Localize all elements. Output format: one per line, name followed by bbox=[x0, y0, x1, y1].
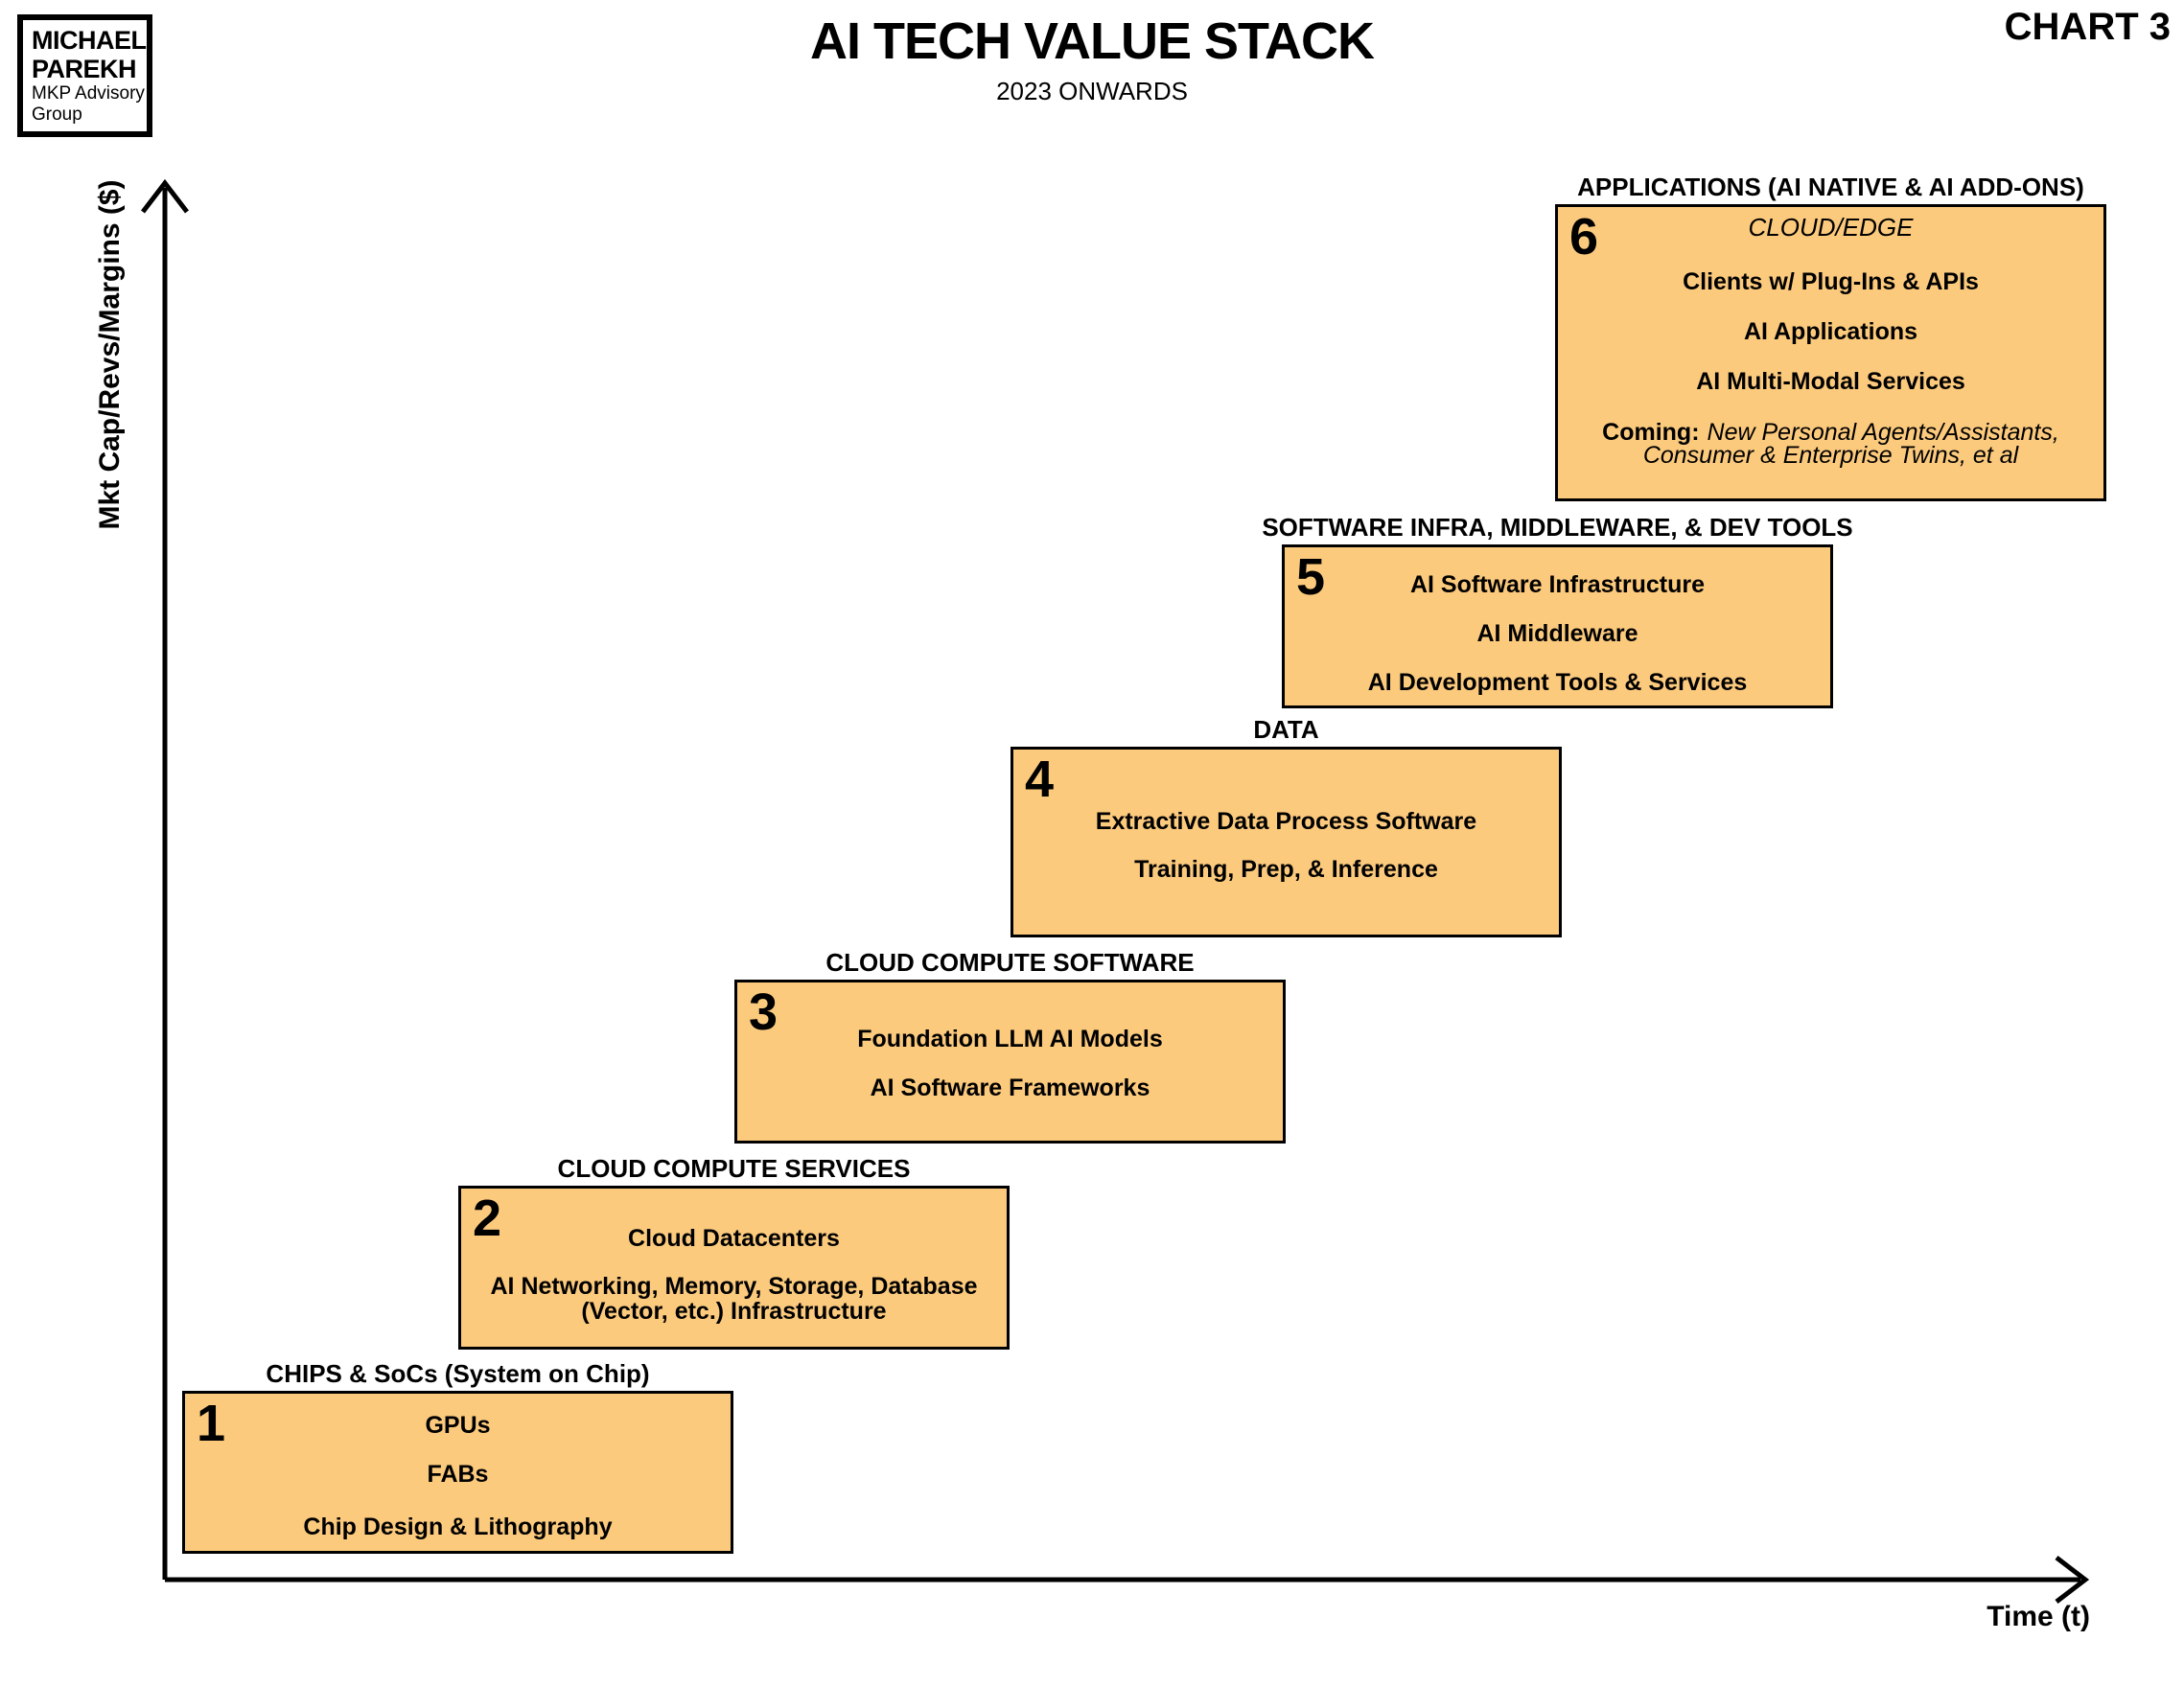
step-box-5: 5 AI Software Infrastructure AI Middlewa… bbox=[1282, 544, 1833, 708]
step-line: GPUs bbox=[425, 1412, 491, 1439]
step-line: Clients w/ Plug-Ins & APIs bbox=[1683, 268, 1979, 295]
step-number: 3 bbox=[749, 983, 778, 1041]
step-title-1: CHIPS & SoCs (System on Chip) bbox=[266, 1359, 650, 1388]
step-line: (Vector, etc.) Infrastructure bbox=[581, 1298, 887, 1325]
step-line: AI Multi-Modal Services bbox=[1696, 368, 1965, 395]
step-line: Chip Design & Lithography bbox=[303, 1514, 613, 1540]
step-line: AI Networking, Memory, Storage, Database bbox=[490, 1273, 978, 1300]
y-axis-arrow-icon bbox=[141, 178, 189, 214]
chart-number-label: CHART 3 bbox=[2004, 6, 2171, 48]
step-title-3: CLOUD COMPUTE SOFTWARE bbox=[825, 948, 1195, 977]
logo-org-line1: MKP Advisory bbox=[32, 83, 145, 104]
step-line: AI Software Infrastructure bbox=[1409, 571, 1705, 598]
step-line: AI Development Tools & Services bbox=[1367, 669, 1748, 696]
step-box-4: 4 Extractive Data Process Software Train… bbox=[1011, 747, 1562, 937]
step-title-4: DATA bbox=[1253, 715, 1319, 744]
logo-box: MICHAEL PAREKH MKP Advisory Group bbox=[17, 14, 152, 137]
step-line: Foundation LLM AI Models bbox=[857, 1026, 1163, 1052]
step-line: Training, Prep, & Inference bbox=[1134, 856, 1438, 883]
step-box-1: 1 GPUs FABs Chip Design & Lithography bbox=[182, 1391, 733, 1554]
step-box-6: 6 CLOUD/EDGE Clients w/ Plug-Ins & APIs … bbox=[1555, 204, 2106, 501]
header: AI TECH VALUE STACK 2023 ONWARDS bbox=[613, 13, 1571, 106]
step-box-2: 2 Cloud Datacenters AI Networking, Memor… bbox=[458, 1186, 1010, 1350]
logo-name-line1: MICHAEL bbox=[32, 26, 147, 55]
step-number: 1 bbox=[197, 1395, 226, 1452]
step-line: Extractive Data Process Software bbox=[1095, 808, 1477, 835]
x-axis-label: Time (t) bbox=[1987, 1601, 2090, 1632]
logo-org-line2: Group bbox=[32, 104, 82, 125]
logo-name-line2: PAREKH bbox=[32, 55, 137, 83]
step-line: AI Applications bbox=[1743, 318, 1918, 345]
step-coming-line: Coming: New Personal Agents/Assistants, bbox=[1558, 418, 2103, 447]
step-line: FABs bbox=[427, 1461, 489, 1488]
step-number: 5 bbox=[1296, 548, 1326, 606]
step-number: 2 bbox=[473, 1190, 502, 1247]
step-line: AI Middleware bbox=[1476, 620, 1638, 647]
step-coming-line-2: Consumer & Enterprise Twins, et al bbox=[1642, 442, 2019, 469]
step-line: Cloud Datacenters bbox=[628, 1225, 840, 1252]
step-title-5: SOFTWARE INFRA, MIDDLEWARE, & DEV TOOLS bbox=[1262, 513, 1853, 542]
step-line: AI Software Frameworks bbox=[870, 1075, 1150, 1101]
coming-label: Coming: bbox=[1602, 419, 1700, 446]
coming-text-line1: New Personal Agents/Assistants, bbox=[1707, 419, 2059, 446]
step-environment-line: CLOUD/EDGE bbox=[1748, 213, 1914, 242]
step-box-3: 3 Foundation LLM AI Models AI Software F… bbox=[734, 980, 1286, 1144]
step-title-6: APPLICATIONS (AI NATIVE & AI ADD-ONS) bbox=[1577, 173, 2084, 201]
y-axis-label: Mkt Cap/Revs/Margins ($) bbox=[94, 179, 126, 530]
x-axis-arrow-icon bbox=[2055, 1556, 2090, 1604]
step-number: 6 bbox=[1569, 208, 1599, 266]
page-title: AI TECH VALUE STACK bbox=[810, 12, 1375, 70]
step-number: 4 bbox=[1025, 751, 1055, 808]
page-subtitle: 2023 ONWARDS bbox=[996, 77, 1188, 105]
step-title-2: CLOUD COMPUTE SERVICES bbox=[557, 1154, 911, 1183]
